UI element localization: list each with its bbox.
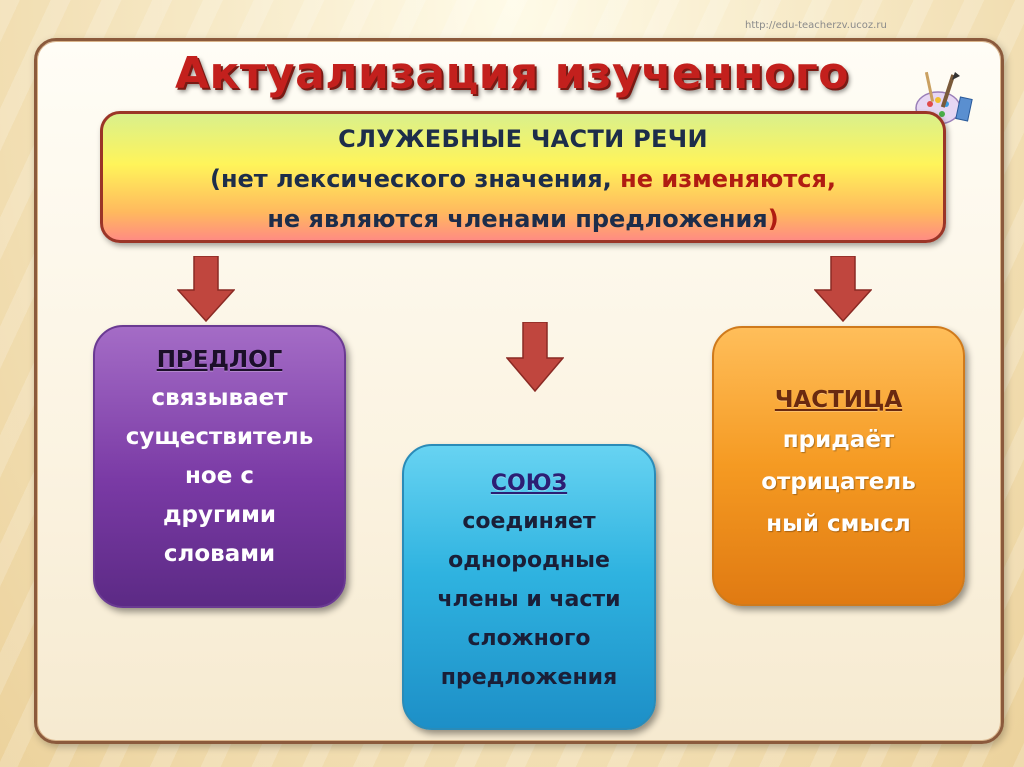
arrow-down-icon: [814, 256, 872, 322]
function-words-heading: СЛУЖЕБНЫЕ ЧАСТИ РЕЧИ: [103, 119, 943, 159]
conjunction-line: предложения: [404, 658, 654, 697]
particle-line: отрицатель: [714, 461, 963, 503]
preposition-line: другими: [95, 496, 344, 535]
conjunction-line: соединяет: [404, 502, 654, 541]
particle-card: ЧАСТИЦА придаёт отрицатель ный смысл: [712, 326, 965, 606]
preposition-heading: ПРЕДЛОГ: [95, 341, 344, 379]
source-url: http://edu-teacherzv.ucoz.ru: [745, 20, 887, 31]
conjunction-line: однородные: [404, 541, 654, 580]
particle-line: придаёт: [714, 419, 963, 461]
function-words-box: СЛУЖЕБНЫЕ ЧАСТИ РЕЧИ (нет лексического з…: [100, 111, 946, 243]
no-lexical-meaning-text: (нет лексического значения,: [210, 165, 620, 193]
function-words-line-3: не являются членами предложения): [103, 199, 943, 239]
particle-heading: ЧАСТИЦА: [714, 381, 963, 419]
not-inflected-text: не изменяются,: [620, 165, 836, 193]
function-words-line-2: (нет лексического значения, не изменяютс…: [103, 159, 943, 199]
preposition-line: словами: [95, 535, 344, 574]
arrow-down-icon: [177, 256, 235, 322]
preposition-line: связывает: [95, 379, 344, 418]
not-sentence-members-text: не являются членами предложения: [267, 205, 767, 233]
preposition-line: ное с: [95, 457, 344, 496]
conjunction-card: СОЮЗ соединяет однородные члены и части …: [402, 444, 656, 730]
conjunction-line: члены и части: [404, 580, 654, 619]
slide-title: Актуализация изученного: [0, 48, 1024, 99]
particle-line: ный смысл: [714, 503, 963, 545]
closing-paren-text: ): [768, 205, 779, 233]
conjunction-line: сложного: [404, 619, 654, 658]
preposition-card: ПРЕДЛОГ связывает существитель ное с дру…: [93, 325, 346, 608]
preposition-line: существитель: [95, 418, 344, 457]
arrow-down-icon: [506, 322, 564, 392]
conjunction-heading: СОЮЗ: [404, 466, 654, 502]
